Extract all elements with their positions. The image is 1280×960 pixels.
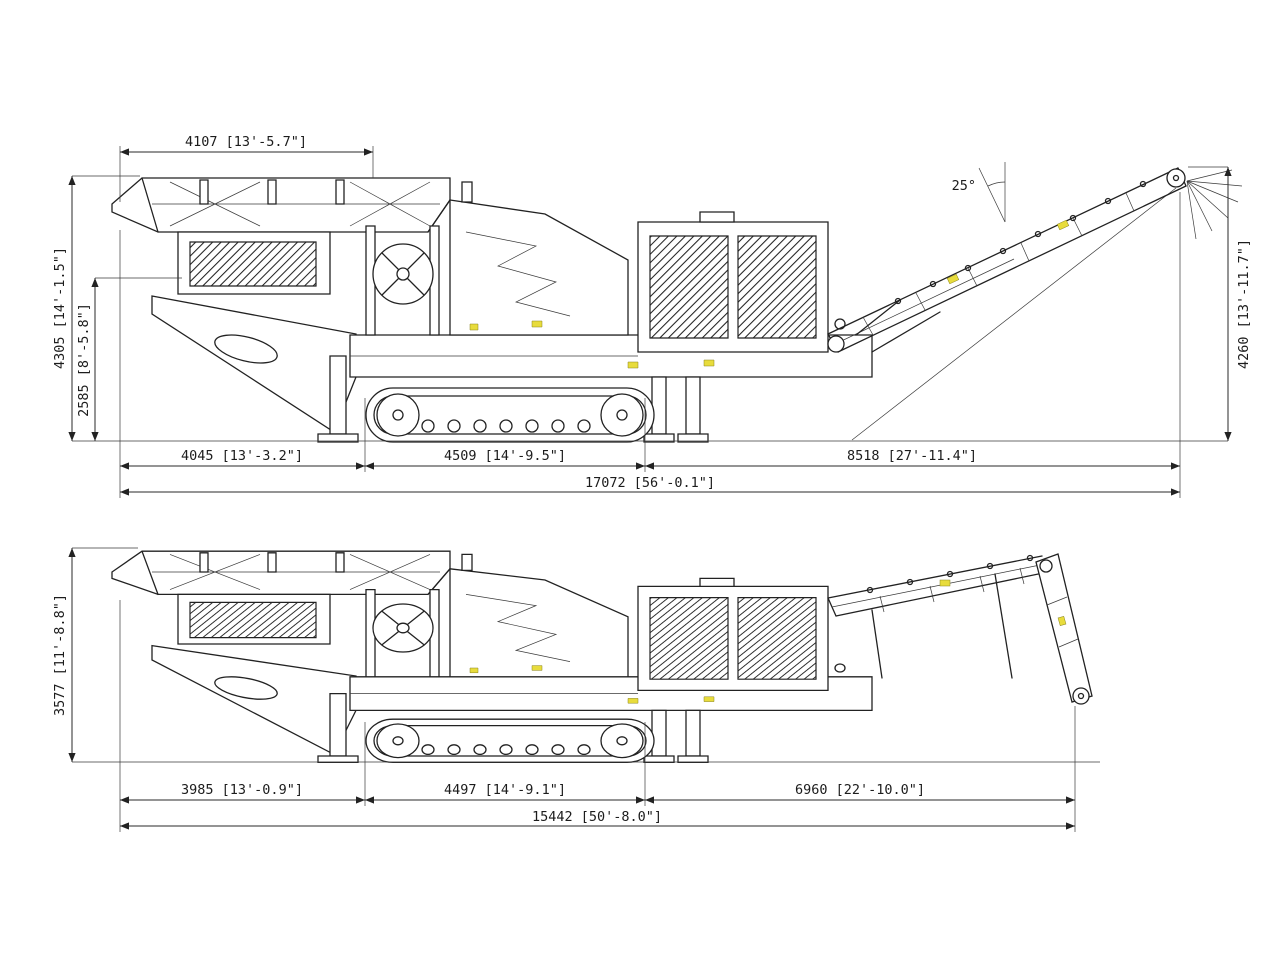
bottom-view-dimensions: 3577 [11'-8.8"] 3985 [13'-0.9"] 4497 [14… (52, 547, 1100, 832)
dim-overall-length: 17072 [56'-0.1"] (585, 475, 715, 491)
dim-feed-height: 2585 [8'-5.8"] (76, 303, 92, 417)
dim-conveyor-angle: 25° (952, 178, 976, 194)
top-view-machine (111, 177, 873, 443)
dim-conveyor-length: 8518 [27'-11.4"] (847, 448, 977, 464)
discharge-conveyor-raised-icon (827, 167, 1243, 441)
dim-hopper-width: 4107 [13'-5.7"] (185, 134, 307, 150)
dim-track-length-transport: 4497 [14'-9.1"] (444, 782, 566, 798)
bottom-view-machine (111, 550, 873, 764)
dim-conveyor-length-transport: 6960 [22'-10.0"] (795, 782, 925, 798)
material-spray-icon (1186, 169, 1243, 240)
conveyor-angle-annotation: 25° (952, 162, 1006, 223)
dim-rear-length-transport: 3985 [13'-0.9"] (181, 782, 303, 798)
dim-overall-length-transport: 15442 [50'-8.0"] (532, 809, 662, 825)
dim-transport-height: 3577 [11'-8.8"] (52, 594, 68, 716)
dim-overall-height: 4305 [14'-1.5"] (52, 247, 68, 369)
dim-rear-length: 4045 [13'-3.2"] (181, 448, 303, 464)
dim-discharge-height: 4260 [13'-11.7"] (1236, 239, 1252, 369)
bottom-view: 3577 [11'-8.8"] 3985 [13'-0.9"] 4497 [14… (52, 547, 1100, 832)
top-view-dimensions: 4107 [13'-5.7"] 4305 [14'-1.5"] 2585 [8'… (52, 134, 1252, 498)
dim-track-length: 4509 [14'-9.5"] (444, 448, 566, 464)
discharge-conveyor-folded-icon (827, 553, 1093, 705)
top-view: 25° 4107 [13'-5.7"] 4305 [14'-1.5"] 2585… (52, 134, 1252, 498)
